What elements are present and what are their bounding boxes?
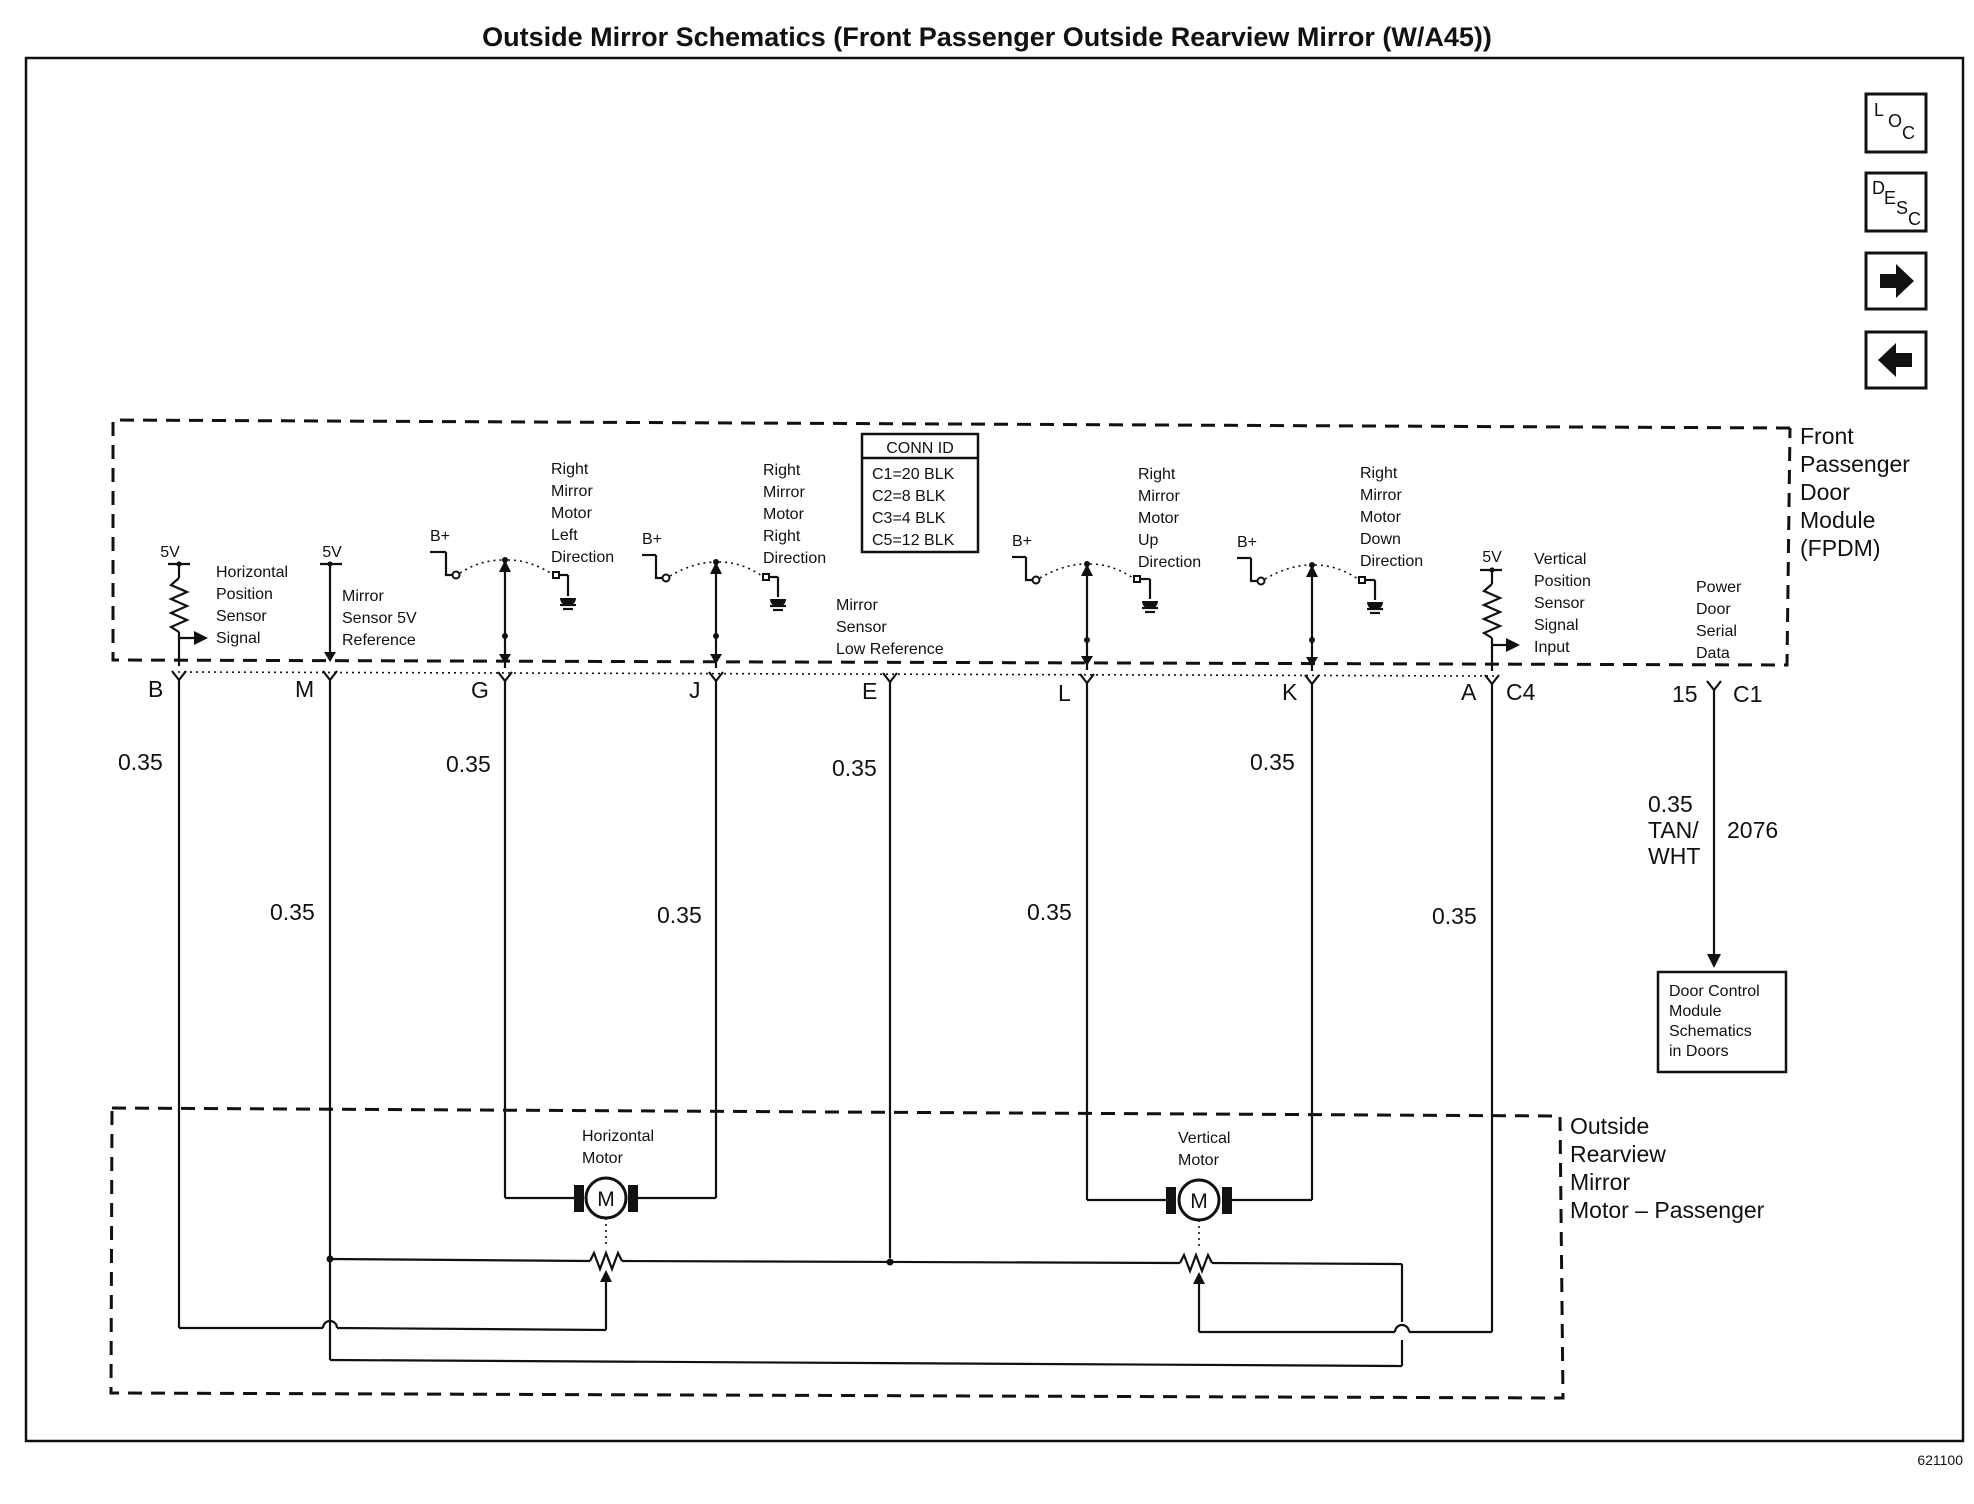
- conn-id-header: CONN ID: [886, 440, 954, 457]
- conn-id-row: C3=4 BLK: [872, 510, 946, 527]
- svg-text:C: C: [1908, 209, 1921, 229]
- vert-sensor-input-label: Vertical Position Sensor Signal Input: [1534, 551, 1595, 656]
- horiz-sensor-signal-label: Horizontal Position Sensor Signal: [216, 564, 292, 647]
- arrow-left-icon: [1878, 343, 1912, 377]
- svg-text:B+: B+: [642, 531, 662, 548]
- connector-c4-label: C4: [1506, 679, 1536, 705]
- pin-l: L: [1058, 680, 1071, 706]
- left-direction-label: Right Mirror Motor Left Direction: [551, 461, 614, 566]
- desc-button[interactable]: D E S C: [1864, 171, 1928, 233]
- svg-text:E: E: [1884, 188, 1896, 208]
- mirror-motor-module: Outside Rearview Mirror Motor – Passenge…: [109, 1106, 1765, 1400]
- down-direction-label: Right Mirror Motor Down Direction: [1360, 465, 1423, 570]
- conn-id-table: CONN ID C1=20 BLK C2=8 BLK C3=4 BLK C5=1…: [860, 432, 980, 554]
- harness-wires: [177, 680, 1721, 1332]
- circuit-m-5v-reference: 5V Mirror Sensor 5V Reference: [320, 544, 421, 662]
- low-reference-label: Mirror Sensor Low Reference: [836, 597, 944, 658]
- motor-symbol: M: [1190, 1190, 1208, 1213]
- up-direction-label: Right Mirror Motor Up Direction: [1138, 466, 1201, 571]
- motor-symbol: M: [597, 1188, 615, 1211]
- svg-text:S: S: [1896, 198, 1908, 218]
- svg-text:C: C: [1902, 123, 1915, 143]
- conn-id-row: C2=8 BLK: [872, 488, 946, 505]
- pin-b: B: [148, 676, 163, 702]
- svg-text:TAN/: TAN/: [1648, 817, 1699, 843]
- vertical-motor-label: Vertical Motor: [1178, 1130, 1235, 1169]
- svg-text:0.35: 0.35: [1250, 749, 1295, 775]
- svg-text:0.35: 0.35: [1027, 899, 1072, 925]
- figure-number: 621100: [1917, 1452, 1963, 1468]
- svg-text:B+: B+: [1237, 534, 1257, 551]
- conn-id-row: C1=20 BLK: [872, 466, 955, 483]
- svg-text:0.35: 0.35: [832, 755, 877, 781]
- prev-arrow-button[interactable]: [1864, 330, 1928, 390]
- horizontal-motor: Horizontal Motor M: [505, 1128, 716, 1244]
- switch-left-direction: B+ Right Mirror Motor Left Direction: [430, 461, 614, 668]
- wire-gauge-labels: 0.35 0.35 0.35 0.35 0.35 0.35 0.35 0.35 …: [118, 749, 1778, 929]
- svg-text:5V: 5V: [1482, 549, 1502, 566]
- svg-text:D: D: [1872, 178, 1885, 198]
- right-direction-label: Right Mirror Motor Right Direction: [763, 462, 826, 567]
- pin-k: K: [1282, 679, 1298, 705]
- connector-c4-line: [177, 671, 1496, 677]
- svg-text:B+: B+: [430, 528, 450, 545]
- svg-text:L: L: [1874, 100, 1884, 120]
- pin-j: J: [689, 677, 701, 703]
- serial-data-label: Power Door Serial Data: [1696, 579, 1746, 662]
- next-arrow-button[interactable]: [1864, 251, 1928, 311]
- pin-15: 15: [1672, 681, 1698, 707]
- svg-text:0.35: 0.35: [1432, 903, 1477, 929]
- loc-button[interactable]: L O C: [1864, 92, 1928, 154]
- mirror-module-label: Outside Rearview Mirror Motor – Passenge…: [1570, 1113, 1765, 1223]
- svg-text:B+: B+: [1012, 533, 1032, 550]
- svg-text:0.35: 0.35: [1648, 791, 1693, 817]
- switch-down-direction: B+ Right Mirror Motor Down Direction: [1237, 465, 1423, 671]
- arrow-right-icon: [1880, 264, 1914, 298]
- switch-up-direction: B+ Right Mirror Motor Up Direction: [1012, 466, 1201, 670]
- svg-text:5V: 5V: [160, 544, 180, 561]
- door-control-module-link[interactable]: Door Control Module Schematics in Doors: [1656, 970, 1788, 1074]
- fpdm-label: Front Passenger Door Module (FPDM): [1800, 423, 1916, 561]
- connector-pins: B M G J E L K A C4 15 C1: [148, 670, 1762, 707]
- svg-text:0.35: 0.35: [270, 899, 315, 925]
- svg-text:WHT: WHT: [1648, 843, 1700, 869]
- pin-m: M: [295, 676, 314, 702]
- fpdm-module: Front Passenger Door Module (FPDM): [111, 418, 1916, 667]
- page-title: Outside Mirror Schematics (Front Passeng…: [482, 22, 1492, 52]
- circuit-a-vertical-sensor: 5V Vertical Position Sensor Signal Input: [1480, 549, 1595, 671]
- conn-id-row: C5=12 BLK: [872, 532, 955, 549]
- pin-e: E: [862, 678, 877, 704]
- pin-a: A: [1461, 679, 1477, 705]
- svg-text:0.35: 0.35: [446, 751, 491, 777]
- svg-text:2076: 2076: [1727, 817, 1778, 843]
- horizontal-motor-label: Horizontal Motor: [582, 1128, 658, 1167]
- svg-text:0.35: 0.35: [657, 902, 702, 928]
- diagram-frame: [24, 56, 1965, 1443]
- circuit-b-horizontal-sensor: 5V Horizontal Position Sensor Signal: [160, 544, 292, 666]
- svg-text:5V: 5V: [322, 544, 342, 561]
- pin-g: G: [471, 677, 489, 703]
- svg-text:O: O: [1888, 111, 1902, 131]
- svg-text:0.35: 0.35: [118, 749, 163, 775]
- switch-right-direction: B+ Right Mirror Motor Right Direction: [642, 462, 826, 668]
- svg-text:Door Control Module: Door Control Module Schematics in Doors: [1669, 983, 1764, 1060]
- connector-c1-label: C1: [1733, 681, 1762, 707]
- position-sensors-wiring: [179, 1249, 1492, 1368]
- vertical-motor: Vertical Motor M: [1087, 1130, 1312, 1246]
- mirror-5v-reference-label: Mirror Sensor 5V Reference: [342, 588, 421, 649]
